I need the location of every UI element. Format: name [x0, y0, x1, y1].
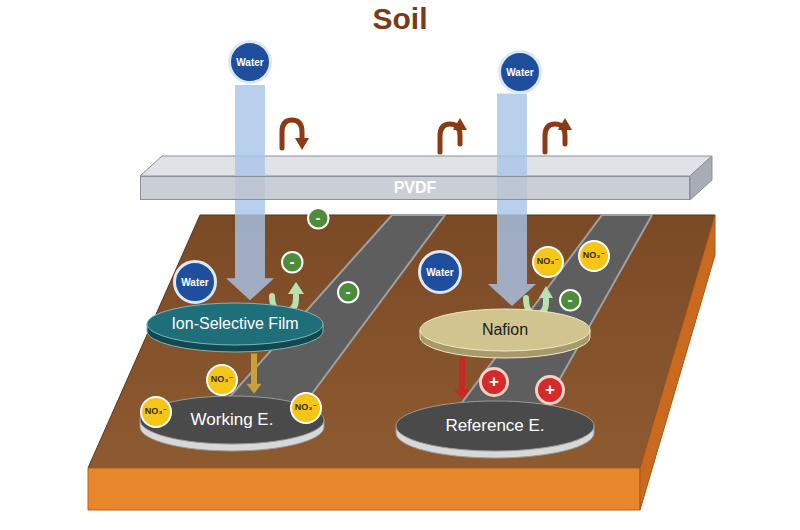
flow-arrow [247, 353, 262, 393]
anion: - [337, 281, 360, 304]
water-molecule: Water [228, 40, 272, 84]
anion: - [307, 207, 330, 230]
sensor-board [88, 215, 715, 510]
node-label: NO₃⁻ [583, 251, 605, 261]
anion: - [281, 251, 304, 274]
cation: + [479, 367, 509, 397]
node-label: - [568, 292, 573, 309]
node-label: Reference E. [445, 417, 544, 436]
nitrate-ion: NO₃⁻ [578, 240, 610, 272]
node-label: Water [506, 67, 533, 78]
title: Soil [0, 2, 800, 36]
node-label: NO₃⁻ [211, 375, 233, 385]
node-label: + [489, 373, 499, 392]
node-label: PVDF [394, 179, 437, 197]
flow-arrow [455, 357, 470, 399]
node-label: NO₃⁻ [537, 257, 559, 267]
nitrate-ion: NO₃⁻ [532, 246, 564, 278]
nitrate-ion: NO₃⁻ [140, 396, 172, 428]
node-label: NO₃⁻ [145, 407, 167, 417]
anion: - [559, 289, 582, 312]
pvdf-slab-faces [140, 156, 712, 200]
node-label: - [346, 284, 351, 301]
reflect-arrows [282, 118, 572, 152]
water-molecule: Water [173, 260, 217, 304]
node-label: - [316, 210, 321, 227]
ion-selective-film: Ion-Selective Film [146, 302, 324, 346]
node-label: Water [181, 277, 208, 288]
node-label: Working E. [191, 411, 274, 430]
node-label: Water [236, 57, 263, 68]
node-label: Nafion [482, 321, 528, 339]
node-label: + [545, 381, 555, 400]
node-label: NO₃⁻ [295, 403, 317, 413]
nitrate-ion: NO₃⁻ [206, 364, 238, 396]
reference-electrode: Reference E. [395, 400, 595, 452]
nafion-film: Nafion [419, 308, 591, 352]
node-label: Ion-Selective Film [171, 315, 298, 333]
nitrate-ion: NO₃⁻ [290, 392, 322, 424]
node-label: Water [426, 267, 453, 278]
water-molecule: Water [418, 250, 462, 294]
cation: + [535, 375, 565, 405]
node-label: - [290, 254, 295, 271]
water-molecule: Water [498, 50, 542, 94]
pvdf-membrane: PVDF [140, 176, 690, 200]
